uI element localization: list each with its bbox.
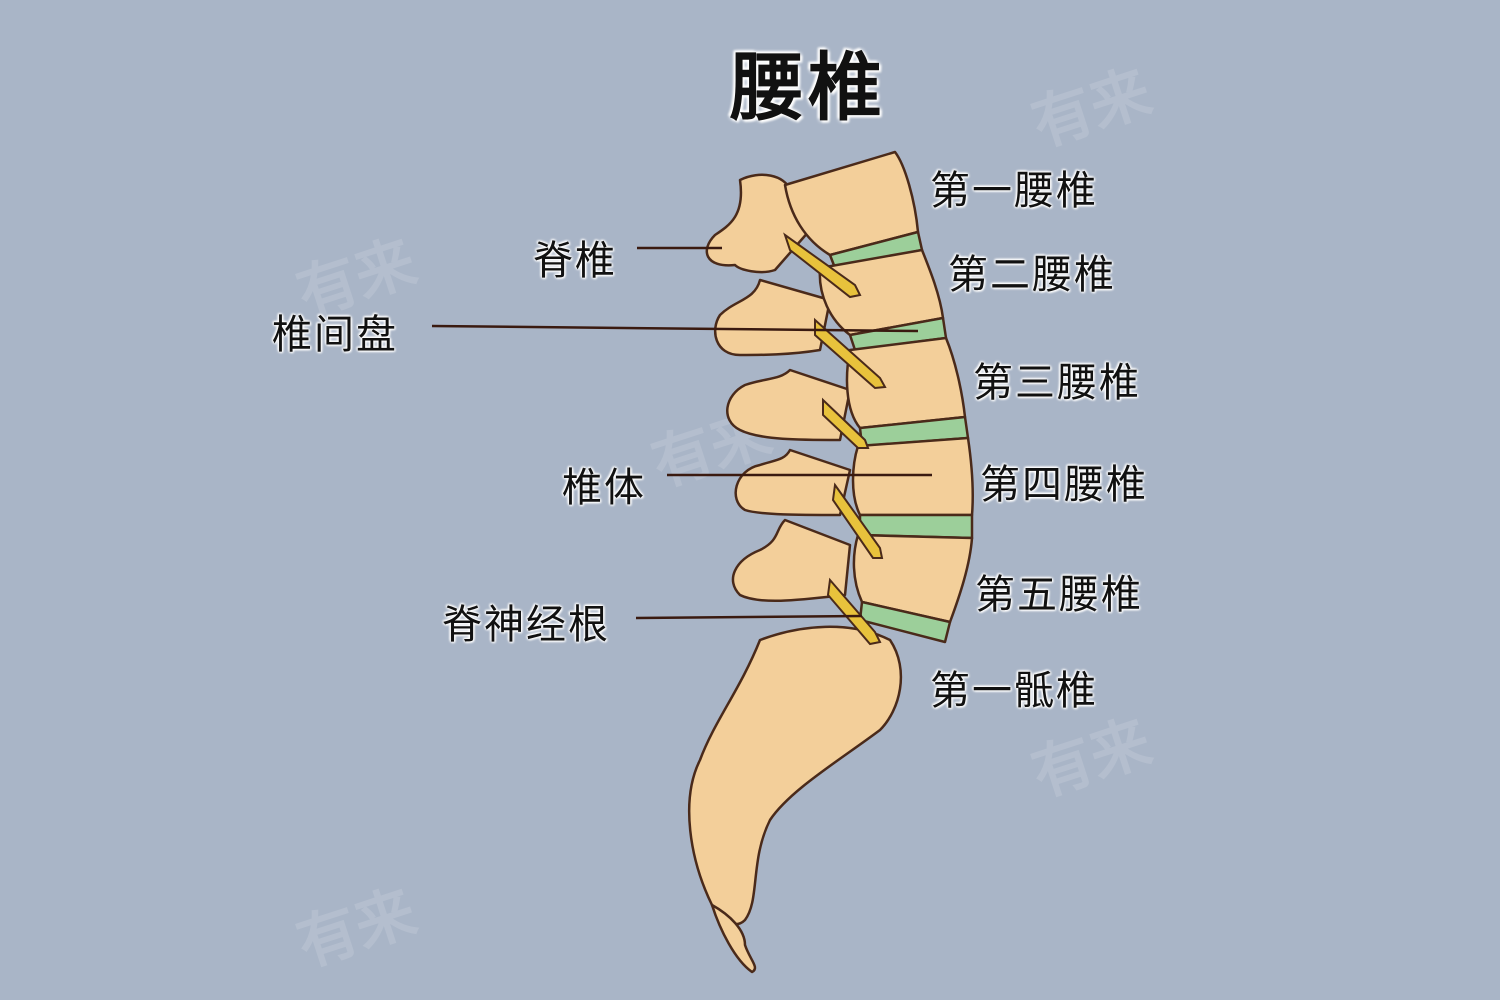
leader-line-disc [431,324,919,333]
label-s1: 第一骶椎 [930,668,1098,714]
label-spine: 脊椎 [533,238,617,284]
sacrum [687,625,903,926]
nerve-root [831,482,884,559]
spinous-process-l5 [731,518,852,602]
spinous-process-l2 [713,278,832,357]
nerve-root [783,232,862,299]
label-disc: 椎间盘 [272,312,398,358]
label-l5: 第五腰椎 [975,572,1143,618]
label-l3: 第三腰椎 [973,360,1141,406]
spinous-process-l3 [726,368,852,442]
page-title: 腰椎 [730,45,886,131]
vertebra-l3 [845,336,967,430]
coccyx [710,903,757,974]
nerve-root [822,397,870,449]
label-l2: 第二腰椎 [948,252,1116,298]
spinous-process-l4 [734,448,852,517]
nerve-root [826,577,882,646]
spinous-process-l1 [705,173,812,274]
label-l4: 第四腰椎 [980,462,1148,508]
leader-line-nerve [635,614,863,620]
label-nerve-root: 脊神经根 [442,602,610,648]
label-vertebral-body: 椎体 [562,465,646,511]
nerve-root [814,317,887,390]
label-l1: 第一腰椎 [930,168,1098,214]
vertebra-l4 [851,436,975,517]
